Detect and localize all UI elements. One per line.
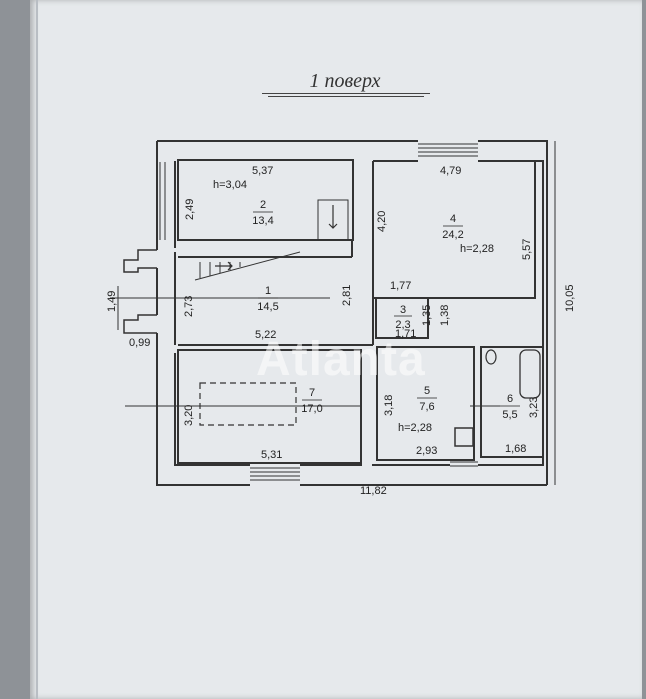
room-7-dashed [199,382,297,426]
room-1-number: 1 [265,285,271,297]
dim-537: 5,37 [252,165,273,177]
window-top [418,143,478,157]
dim-522: 5,22 [255,329,276,341]
room-6-area: 5,5 [502,409,517,421]
title-underline-2 [268,96,424,97]
room-3-area: 2,3 [395,319,410,331]
room-4-area: 24,2 [442,229,463,241]
outer-wall [156,140,548,486]
stairs [194,251,301,281]
dim-318: 3,18 [383,395,395,416]
dim-177: 1,77 [390,280,411,292]
porch-lower [123,314,157,334]
room-6-walls [480,346,544,458]
room-7-area: 17,0 [301,403,322,415]
dim-281: 2,81 [341,285,353,306]
dim-323: 3,23 [528,397,540,418]
stair-lower [317,199,349,241]
toilet-icon [485,349,497,365]
bathtub-icon [519,349,541,399]
stove-icon [454,427,474,447]
room-2-number: 2 [260,199,266,211]
dim-531: 5,31 [261,449,282,461]
room-5-height: h=2,28 [398,422,432,434]
room-5-area: 7,6 [419,401,434,413]
room-5-number: 5 [424,385,430,397]
dim-1005: 10,05 [564,284,576,312]
dim-138: 1,38 [439,305,451,326]
room-1-walls [178,240,374,346]
title-underline [262,93,430,94]
window-left [159,162,166,240]
dim-149: 1,49 [106,291,118,312]
dim-293: 2,93 [416,445,437,457]
dim-420: 4,20 [376,211,388,232]
dim-168: 1,68 [505,443,526,455]
watermark-logo: Atlanta [256,333,426,386]
dim-273: 2,73 [183,296,195,317]
stair-lower-arrow [328,205,338,229]
room-5-walls [376,346,475,461]
section-line [110,297,500,407]
porch-upper [123,249,157,273]
window-bottom [250,461,478,481]
stair-arrow [215,261,233,271]
floor-title: 1 поверх [309,70,381,92]
dim-479: 4,79 [440,165,461,177]
room-2-height: h=3,04 [213,179,247,191]
sheet-edge [36,0,38,699]
dim-171: 1,71 [395,328,416,340]
dim-1182: 11,82 [360,485,387,497]
room-6-number: 6 [507,393,513,405]
room-4-walls [372,161,536,299]
outer-wall-inner [174,160,544,466]
room-1-area: 14,5 [257,301,278,313]
room-2-walls [177,159,354,241]
room-4-height: h=2,28 [460,243,494,255]
dim-135: 1,35 [421,305,433,326]
dim-320: 3,20 [183,405,195,426]
room-7-number: 7 [309,387,315,399]
dim-099: 0,99 [129,337,150,349]
room-4-number: 4 [450,213,456,225]
room-3-walls [375,297,429,339]
dim-249: 2,49 [184,199,196,220]
room-2-area: 13,4 [252,215,273,227]
room-3-number: 3 [400,304,406,316]
dim-557: 5,57 [521,239,533,260]
